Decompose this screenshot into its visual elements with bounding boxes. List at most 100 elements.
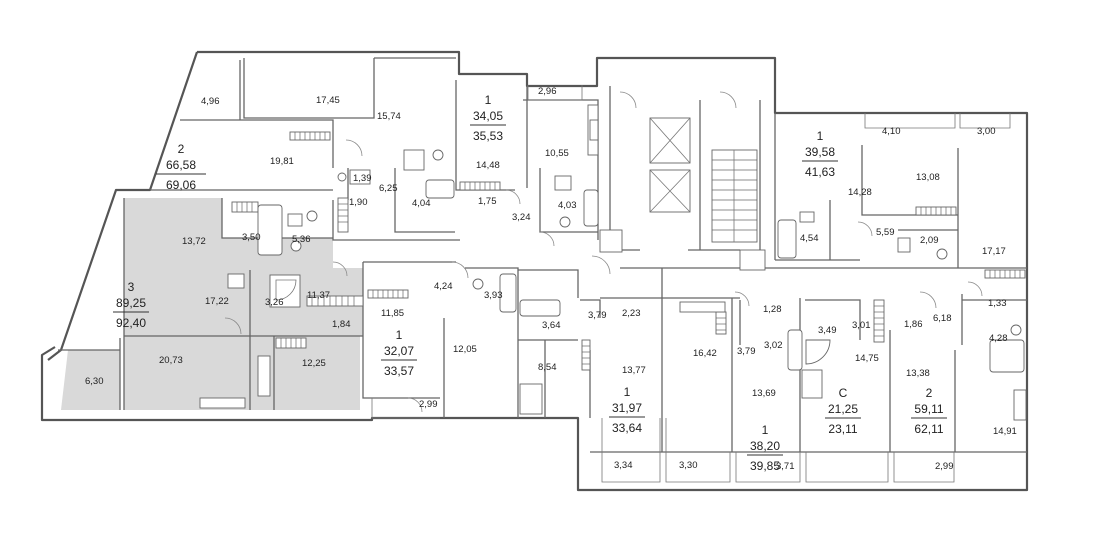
- room-area-label: 1,90: [349, 197, 368, 208]
- room-area-label: 3,02: [764, 340, 783, 351]
- apartment-labels: 2 66,58 69,06 1 34,05 35,53 1 39,58 41,63 3 89,25 9…: [113, 93, 947, 473]
- apartment-rooms: С: [839, 386, 848, 400]
- room-area-label: 13,77: [622, 365, 646, 376]
- room-area-label: 19,81: [270, 156, 294, 167]
- room-area-label: 20,73: [159, 355, 183, 366]
- apartment-area-total: 38,20: [750, 439, 780, 453]
- room-area-label: 14,48: [476, 160, 500, 171]
- room-area-label: 3,64: [542, 320, 561, 331]
- apartment-rooms: 1: [485, 93, 492, 107]
- room-area-label: 14,28: [848, 187, 872, 198]
- apartment-area-full: 92,40: [116, 316, 146, 330]
- room-area-label: 5,36: [292, 234, 311, 245]
- room-area-label: 3,00: [977, 126, 996, 137]
- apartment-rooms: 1: [396, 328, 403, 342]
- room-area-label: 3,79: [737, 346, 756, 357]
- room-area-label: 2,09: [920, 235, 939, 246]
- apartment-area-full: 39,85: [750, 459, 780, 473]
- room-area-label: 4,96: [201, 96, 220, 107]
- apartment-label-apt-1-center: 1 31,97 33,64: [609, 385, 645, 435]
- room-area-label: 8,54: [538, 362, 557, 373]
- room-area-label: 11,37: [307, 290, 330, 301]
- apartment-area-full: 33,57: [384, 364, 414, 378]
- highlighted-apartment: [61, 198, 363, 410]
- room-area-label: 3,30: [679, 460, 698, 471]
- room-area-label: 3,34: [614, 460, 633, 471]
- doors: [224, 91, 983, 413]
- apartment-area-total: 31,97: [612, 401, 642, 415]
- apartment-rooms: 3: [128, 280, 135, 294]
- room-area-label: 13,72: [182, 236, 206, 247]
- room-area-label: 13,08: [916, 172, 940, 183]
- apartment-rooms: 2: [178, 142, 185, 156]
- room-area-label: 1,75: [478, 196, 497, 207]
- room-area-label: 3,79: [588, 310, 607, 321]
- apartment-area-total: 39,58: [805, 145, 835, 159]
- room-area-label: 2,23: [622, 308, 641, 319]
- room-area-label: 16,42: [693, 348, 717, 359]
- apartment-area-total: 89,25: [116, 296, 146, 310]
- apartment-area-full: 35,53: [473, 129, 503, 143]
- apartment-area-full: 23,11: [828, 422, 857, 436]
- room-area-label: 3,01: [852, 320, 871, 331]
- room-area-label: 15,74: [377, 111, 401, 122]
- room-area-label: 5,59: [876, 227, 895, 238]
- apartment-rooms: 2: [926, 386, 933, 400]
- apartment-rooms: 1: [817, 129, 824, 143]
- room-area-label: 4,10: [882, 126, 901, 137]
- room-area-label: 3,26: [265, 297, 284, 308]
- apartment-area-total: 59,11: [914, 402, 943, 416]
- apartment-area-total: 34,05: [473, 109, 503, 123]
- apartment-label-apt-1-mid: 1 32,07 33,57: [381, 328, 417, 378]
- room-area-label: 2,99: [419, 399, 438, 410]
- room-area-label: 4,03: [558, 200, 577, 211]
- room-area-label: 3,24: [512, 212, 531, 223]
- balconies: [371, 85, 1011, 483]
- room-area-label: 11,85: [381, 308, 404, 319]
- apartment-label-apt-2-left: 2 66,58 69,06: [156, 142, 206, 192]
- room-area-labels: 4,96 17,45 19,81 15,74 1,39 6,25 1,90 4,04 14,48…: [85, 86, 1017, 472]
- room-area-label: 12,25: [302, 358, 326, 369]
- room-area-label: 3,71: [776, 461, 795, 472]
- apartment-rooms: 1: [624, 385, 631, 399]
- room-area-label: 4,04: [412, 198, 431, 209]
- apartment-area-full: 62,11: [914, 422, 943, 436]
- room-area-label: 1,33: [988, 298, 1007, 309]
- room-area-label: 14,75: [855, 353, 879, 364]
- room-area-label: 6,18: [933, 313, 952, 324]
- room-area-label: 3,93: [484, 290, 503, 301]
- apartment-label-apt-3: 3 89,25 92,40: [113, 280, 149, 330]
- room-area-label: 3,49: [818, 325, 837, 336]
- room-area-label: 13,38: [906, 368, 930, 379]
- apartment-label-apt-1-top: 1 34,05 35,53: [470, 93, 506, 143]
- room-area-label: 6,25: [379, 183, 398, 194]
- apartment-area-total: 32,07: [384, 344, 414, 358]
- room-area-label: 1,86: [904, 319, 923, 330]
- room-area-label: 6,30: [85, 376, 104, 387]
- stairs: [711, 149, 758, 243]
- apartment-area-full: 69,06: [166, 178, 196, 192]
- room-area-label: 1,84: [332, 319, 351, 330]
- apartment-area-full: 41,63: [805, 165, 835, 179]
- room-area-label: 2,96: [538, 86, 557, 97]
- apartment-rooms: 1: [762, 423, 769, 437]
- room-area-label: 17,22: [205, 296, 229, 307]
- room-area-label: 4,54: [800, 233, 819, 244]
- stair-core: [599, 117, 766, 271]
- room-area-label: 14,91: [993, 426, 1017, 437]
- room-area-label: 17,17: [982, 246, 1006, 257]
- room-area-label: 10,55: [545, 148, 569, 159]
- bathroom-fixtures: [199, 119, 1027, 421]
- apartment-label-apt-2-right: 2 59,11 62,11: [911, 386, 947, 436]
- apartment-area-full: 33,64: [612, 421, 642, 435]
- apartment-area-total: 66,58: [166, 158, 196, 172]
- room-area-label: 4,24: [434, 281, 453, 292]
- apartment-label-apt-1-bottom: 1 38,20 39,85: [747, 423, 783, 473]
- room-area-label: 12,05: [453, 344, 477, 355]
- room-area-label: 1,28: [763, 304, 782, 315]
- room-area-label: 13,69: [752, 388, 776, 399]
- room-area-label: 17,45: [316, 95, 340, 106]
- room-area-label: 1,39: [353, 173, 372, 184]
